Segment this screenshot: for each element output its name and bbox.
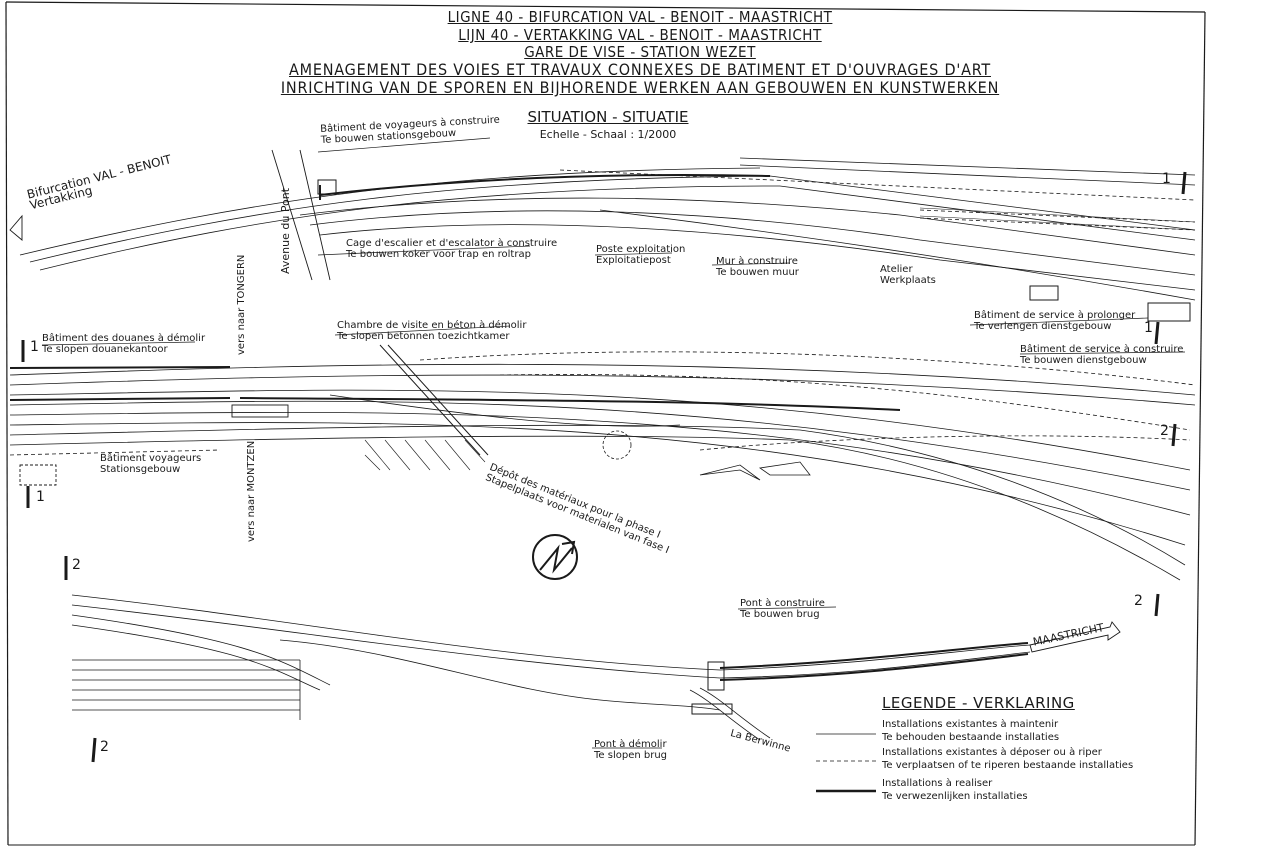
bv-existing-building	[19, 464, 57, 486]
match-number: 2	[1134, 593, 1143, 609]
title-line-3: GARE DE VISE - STATION WEZET	[524, 43, 756, 61]
avenue-edge-1	[271, 149, 313, 281]
atelier-label: Atelier Werkplaats	[880, 264, 936, 286]
new-bridge	[707, 661, 725, 691]
bifurcation-arrow	[9, 214, 23, 241]
match-number: 1	[1144, 320, 1153, 336]
turntable	[602, 430, 632, 460]
douanes-label: Bâtiment des douanes à démolir Te slopen…	[42, 333, 206, 355]
match-number: 1	[30, 339, 39, 355]
match-number: 2	[100, 739, 109, 755]
cage-label: Cage d'escalier et d'escalator à constru…	[346, 238, 558, 260]
title-line-4: AMENAGEMENT DES VOIES ET TRAVAUX CONNEXE…	[288, 60, 991, 79]
mur-label: Mur à construire Te bouwen muur	[716, 256, 799, 278]
building-box	[231, 404, 289, 418]
service-building-prolong	[1029, 285, 1059, 301]
upper-tracks	[19, 157, 1196, 301]
match-marks	[21, 171, 1187, 763]
middle-thick	[9, 366, 901, 411]
service-build-label: Bâtiment de service à construire Te bouw…	[1020, 344, 1184, 366]
legend-item-remove: Installations existantes à déposer ou à …	[882, 747, 1134, 771]
pont-demol-label: Pont à démolir Te slopen brug	[594, 739, 668, 761]
service-building-new	[1147, 302, 1191, 322]
depot-hatch	[364, 439, 486, 471]
legend-item-maintain: Installations existantes à maintenir Te …	[882, 719, 1060, 743]
scale-note: Echelle - Schaal : 1/2000	[539, 128, 677, 141]
match-number: 2	[72, 557, 81, 573]
legend-item-new: Installations à realiser Te verwezenlijk…	[882, 778, 1028, 802]
title-line-2: LIJN 40 - VERTAKKING VAL - BENOIT - MAAS…	[458, 26, 822, 44]
berwinne-river	[689, 689, 761, 741]
lower-thick	[719, 642, 1029, 681]
poste-label: Poste exploitation Exploitatiepost	[596, 244, 686, 266]
hatch-upper-right	[919, 207, 1196, 231]
frame-top	[5, 1, 1206, 13]
avenue-edge-2	[299, 149, 331, 281]
avenue-label: Avenue du Pont	[279, 187, 292, 274]
service-prolong-label: Bâtiment de service à prolonger Te verle…	[974, 310, 1136, 332]
legend-title: LEGENDE - VERKLARING	[882, 694, 1075, 712]
title-line-5: INRICHTING VAN DE SPOREN EN BIJHORENDE W…	[280, 78, 1000, 97]
match-number: 1	[1162, 171, 1171, 187]
upper-dashed	[559, 169, 1196, 231]
title-line-1: LIGNE 40 - BIFURCATION VAL - BENOIT - MA…	[447, 8, 833, 26]
north-arrow	[532, 534, 578, 580]
middle-tracks	[9, 363, 1196, 581]
lower-tracks	[71, 594, 1031, 720]
montzen-label: vers naar MONTZEN	[246, 440, 257, 542]
upper-tracks-thick	[319, 173, 771, 200]
match-number: 2	[1160, 423, 1169, 439]
frame-left	[5, 1, 9, 846]
middle-dashed	[9, 351, 1196, 456]
bv-existing-label: Bâtiment voyageurs Stationsgebouw	[100, 453, 202, 475]
situation-heading: SITUATION - SITUATIE	[527, 108, 689, 126]
tongern-label: vers naar TONGERN	[236, 254, 247, 355]
match-number: 1	[36, 489, 45, 505]
maastricht-arrow	[1029, 621, 1121, 653]
frame-right	[1194, 11, 1206, 846]
chambre-label: Chambre de visite en béton à démolir Te …	[337, 320, 527, 342]
pont-build-label: Pont à construire Te bouwen brug	[740, 598, 825, 620]
